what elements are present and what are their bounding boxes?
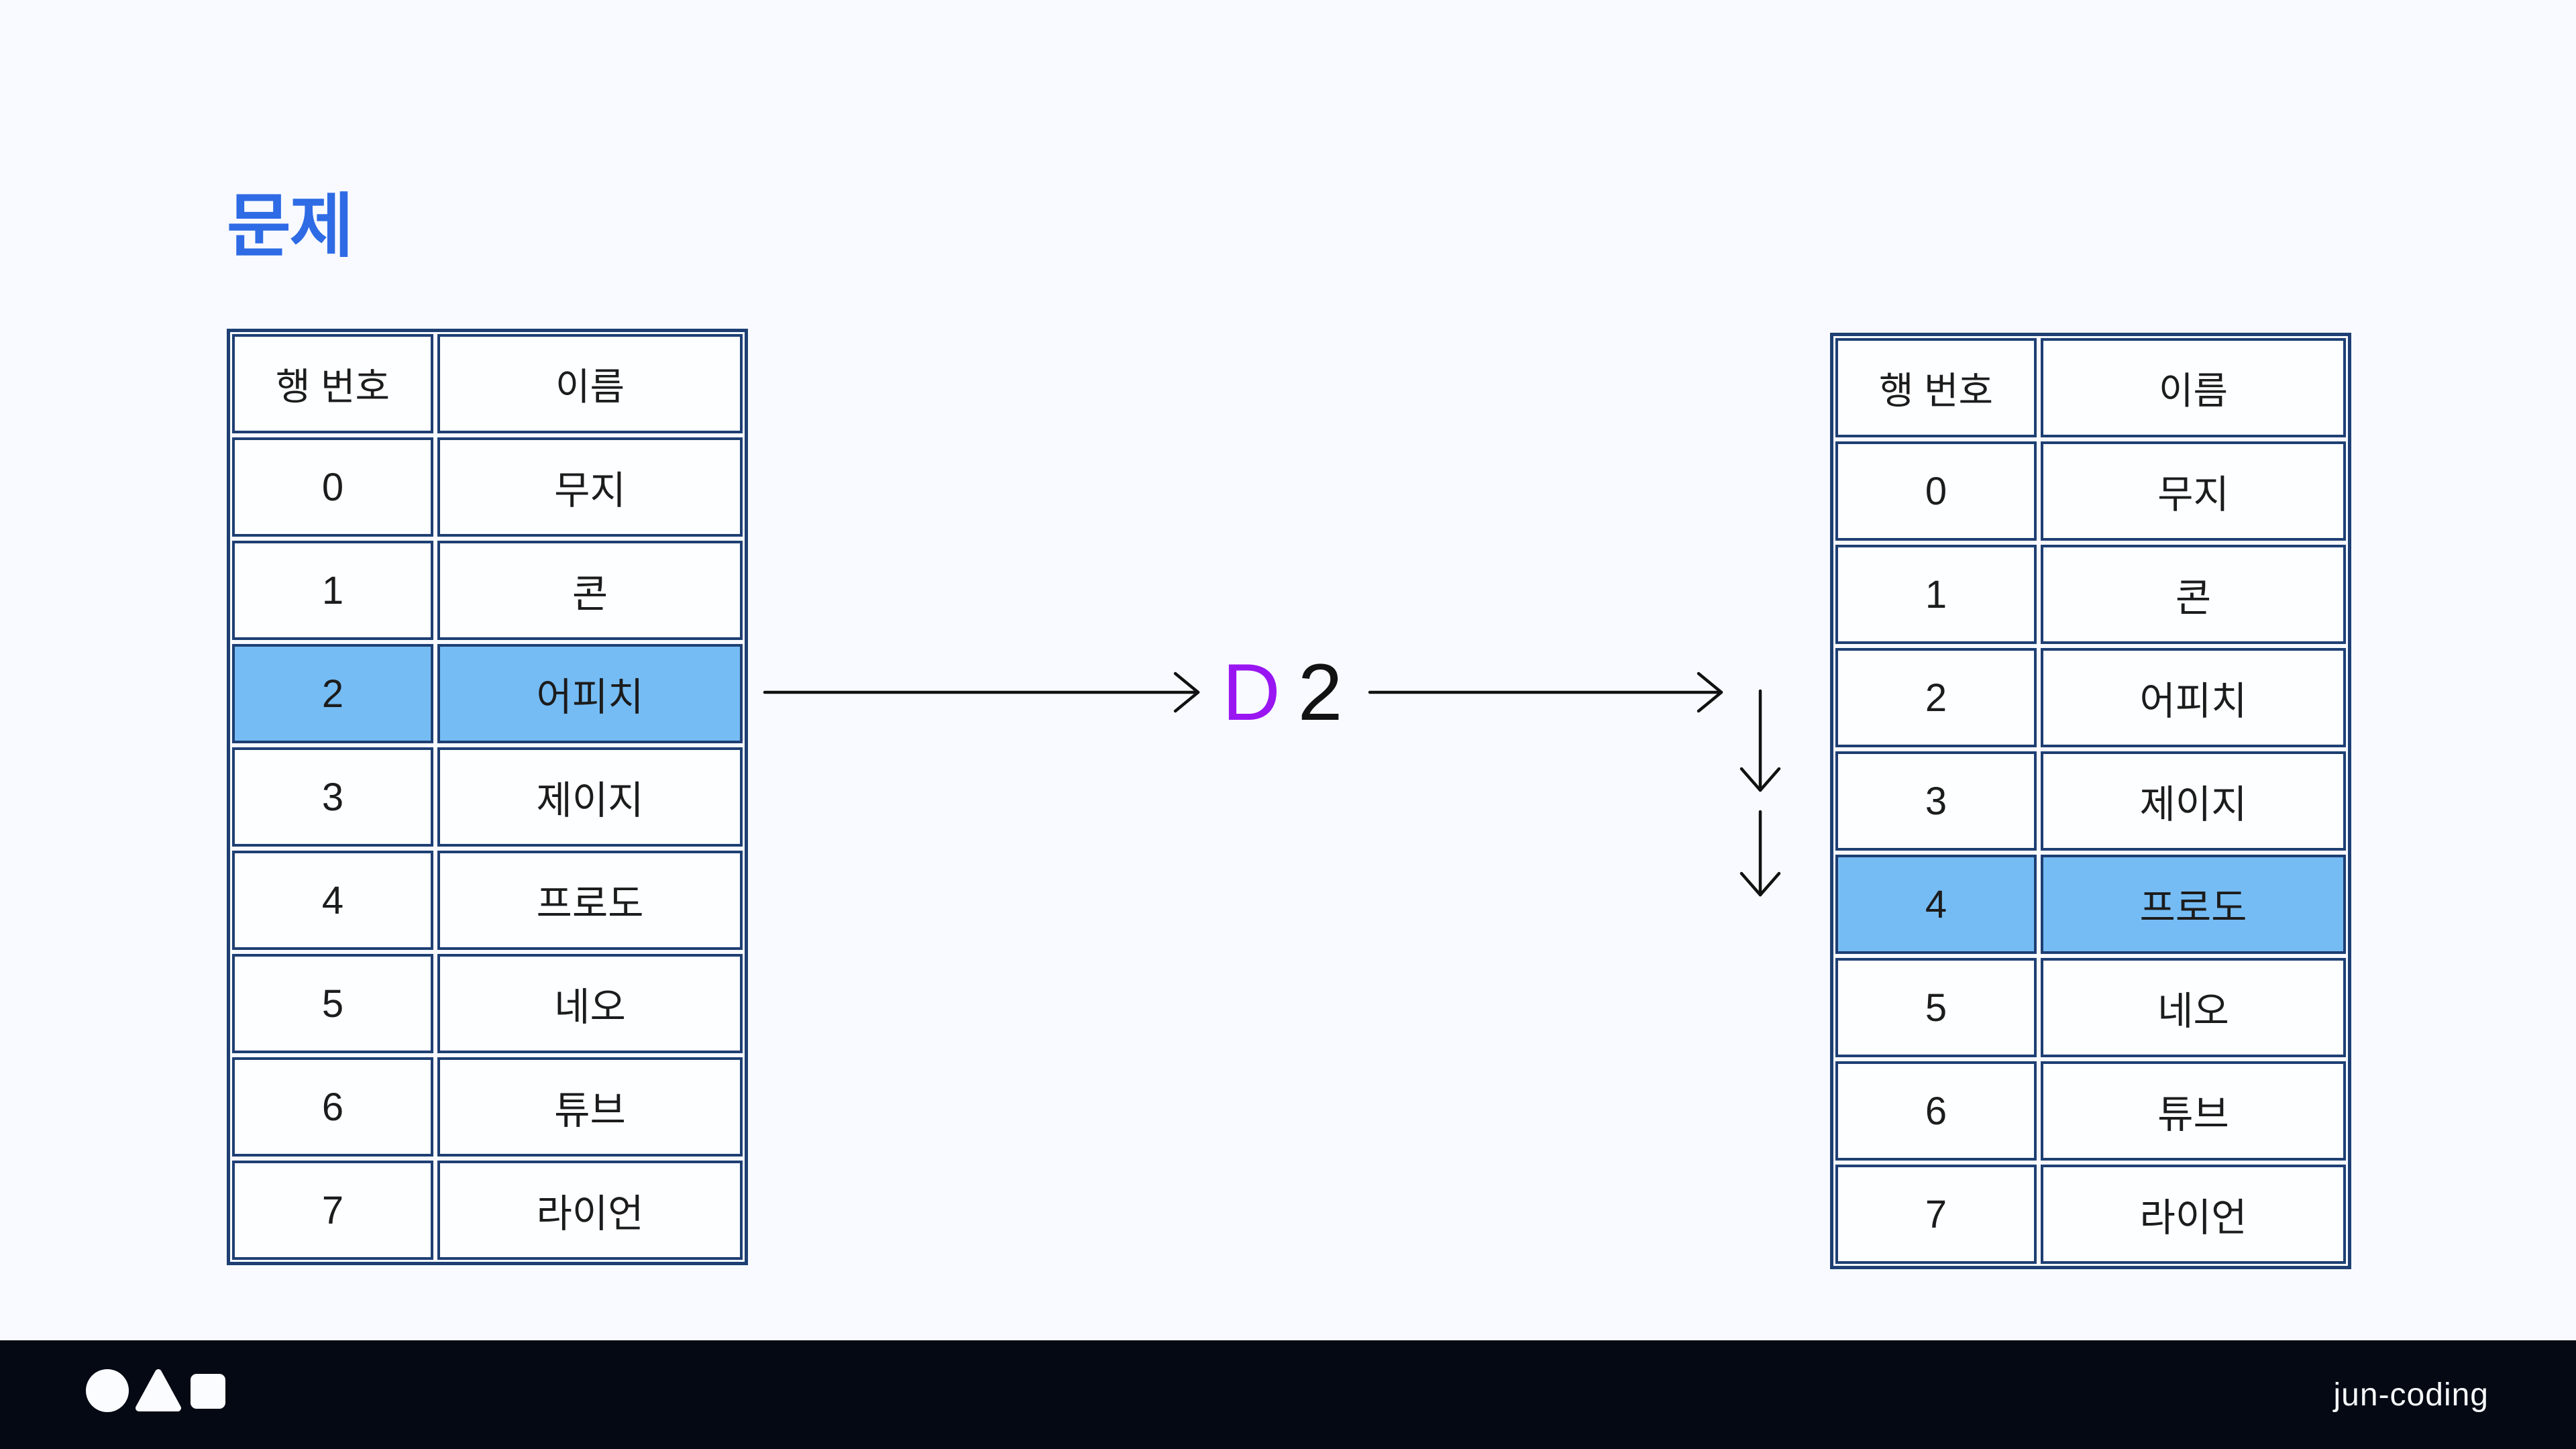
square-logo-icon [191,1374,225,1409]
source-table: 행 번호 이름 0 무지 1 콘 2 어피치 3 제이지 4 프로도 5 네오 … [227,329,748,1265]
arrow-source-to-operation-icon [763,672,1200,713]
table-cell: 콘 [437,541,743,640]
table-cell: 1 [232,541,433,640]
column-header-name: 이름 [437,334,743,433]
column-header-row-number: 행 번호 [232,334,433,433]
table-cell: 6 [232,1057,433,1157]
table-cell: 5 [1835,958,2037,1057]
table-cell: 1 [1835,545,2037,644]
table-cell: 어피치 [2041,648,2346,747]
operation-letter: D [1222,647,1281,737]
page-title: 문제 [227,188,354,266]
table-cell-highlighted: 어피치 [437,644,743,743]
table-cell: 튜브 [2041,1061,2346,1161]
operation-label: D 2 [1222,639,1342,746]
table-cell: 콘 [2041,545,2346,644]
table-cell-highlighted: 프로도 [2041,855,2346,954]
table-cell-highlighted: 2 [232,644,433,743]
table-cell: 2 [1835,648,2037,747]
column-header-row-number: 행 번호 [1835,338,2037,437]
brand-logo [86,1369,225,1412]
table-cell: 네오 [2041,958,2346,1057]
table-cell: 7 [1835,1165,2037,1264]
table-cell: 라이언 [2041,1165,2346,1264]
table-cell-highlighted: 4 [1835,855,2037,954]
table-cell: 제이지 [437,747,743,847]
table-cell: 0 [1835,441,2037,541]
operation-argument: 2 [1297,647,1343,737]
table-cell: 6 [1835,1061,2037,1161]
brand-name: jun-coding [2333,1377,2489,1413]
arrow-operation-to-result-icon [1368,672,1723,713]
circle-logo-icon [86,1369,129,1412]
table-cell: 라이언 [437,1161,743,1260]
table-cell: 무지 [437,437,743,537]
table-cell: 튜브 [437,1057,743,1157]
footer-bar: jun-coding [0,1340,2576,1449]
table-cell: 7 [232,1161,433,1260]
table-cell: 무지 [2041,441,2346,541]
table-cell: 0 [232,437,433,537]
result-table: 행 번호 이름 0 무지 1 콘 2 어피치 3 제이지 4 프로도 5 네오 … [1830,333,2351,1269]
table-cell: 4 [232,851,433,950]
table-cell: 네오 [437,954,743,1053]
column-header-name: 이름 [2041,338,2346,437]
triangle-logo-icon [136,1369,181,1411]
arrow-shift-down-1-icon [1739,689,1781,792]
arrow-shift-down-2-icon [1739,810,1781,897]
table-cell: 3 [1835,751,2037,851]
table-cell: 제이지 [2041,751,2346,851]
table-cell: 3 [232,747,433,847]
table-cell: 프로도 [437,851,743,950]
table-cell: 5 [232,954,433,1053]
